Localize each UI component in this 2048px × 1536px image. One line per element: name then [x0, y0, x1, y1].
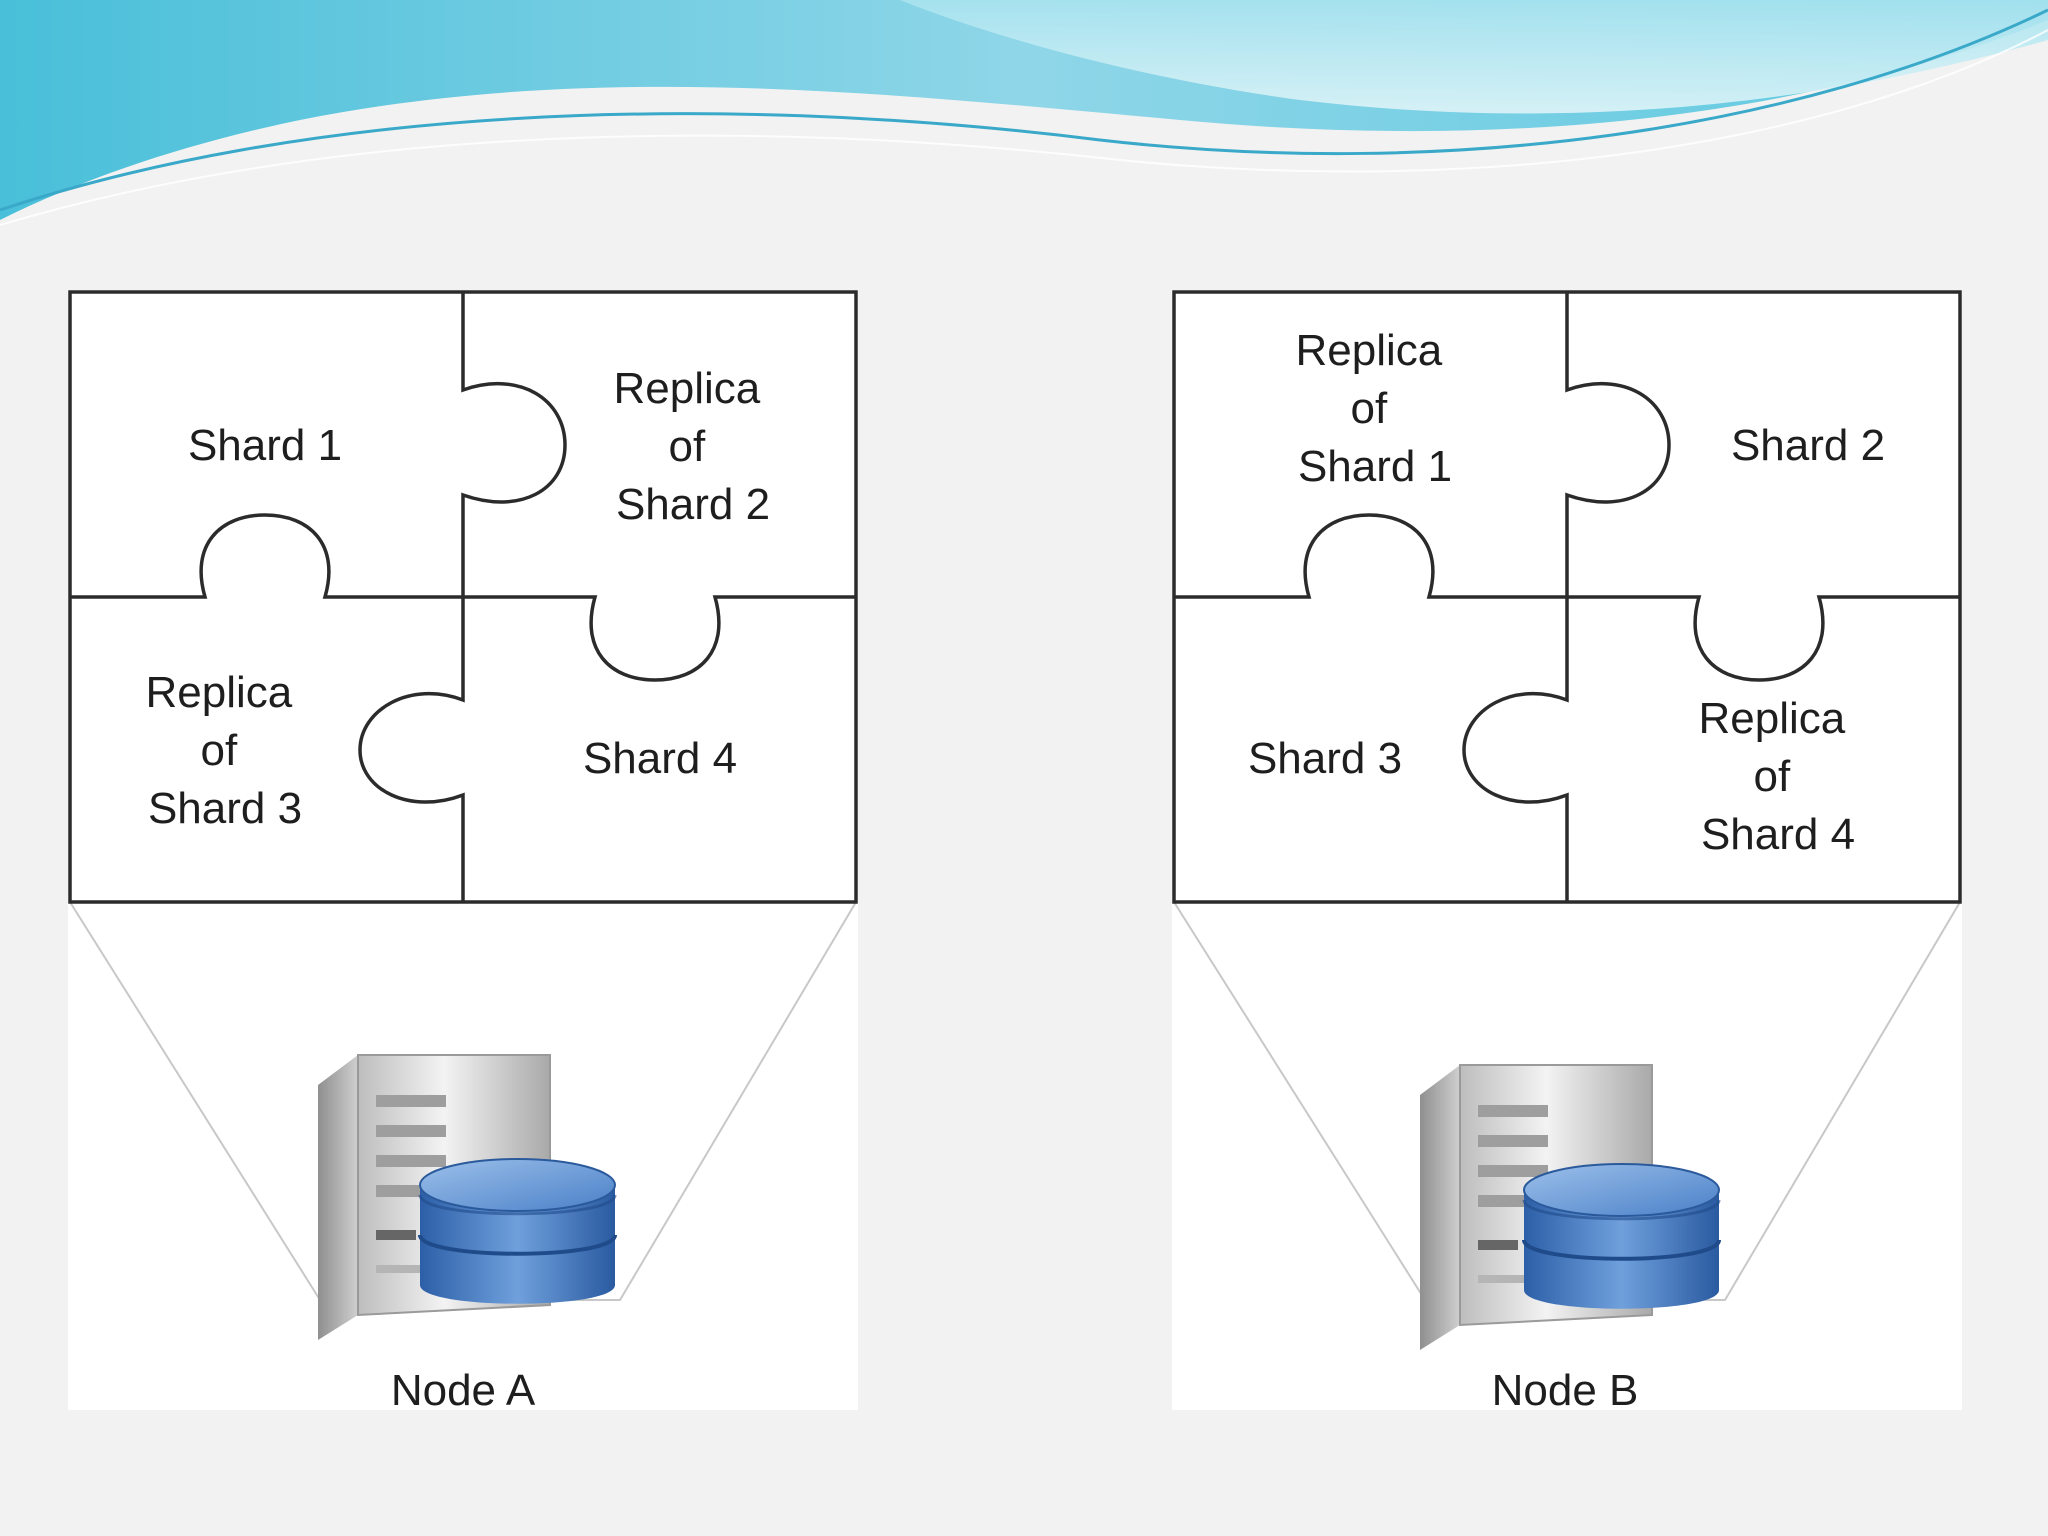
database-icon — [1522, 1163, 1721, 1309]
node-a-piece-top-right: Replica of Shard 2 — [614, 364, 773, 529]
wave-line-2 — [0, 29, 2048, 226]
node-a-piece-bottom-left: Replica of Shard 3 — [146, 668, 305, 833]
node-b-puzzle — [1172, 290, 1962, 904]
node-b-label: Node B — [1492, 1366, 1639, 1415]
database-icon — [418, 1158, 617, 1304]
node-b-piece-bottom-right: Replica of Shard 4 — [1699, 694, 1858, 859]
node-a-label: Node A — [391, 1366, 536, 1415]
node-b-piece-top-right: Shard 2 — [1731, 421, 1885, 470]
node-b-piece-top-left: Replica of Shard 1 — [1296, 326, 1455, 491]
node-a: Shard 1 Replica of Shard 2 Replica of Sh… — [68, 290, 858, 1415]
wave-line-1 — [0, 8, 2048, 212]
node-b-piece-bottom-left: Shard 3 — [1248, 734, 1402, 783]
wave-banner — [0, 0, 2048, 226]
wave-front — [900, 0, 2048, 114]
node-b: Replica of Shard 1 Shard 2 Shard 3 Repli… — [1172, 290, 1962, 1415]
node-a-puzzle — [68, 290, 858, 904]
node-a-piece-top-left: Shard 1 — [188, 421, 342, 470]
node-a-piece-bottom-right: Shard 4 — [583, 734, 737, 783]
